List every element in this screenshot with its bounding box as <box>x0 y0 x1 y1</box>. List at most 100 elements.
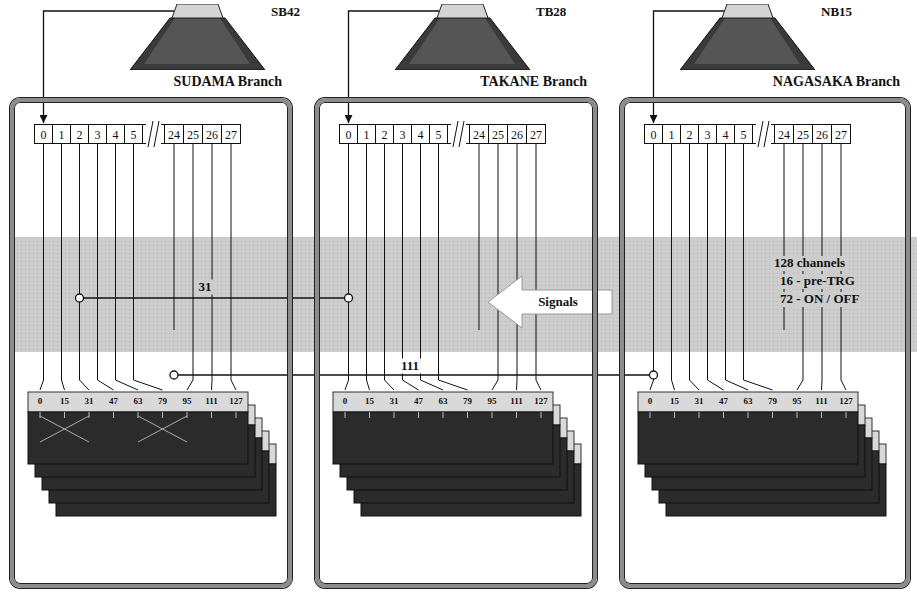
station-name: SB42 <box>271 4 300 20</box>
channel-cell: 27 <box>221 124 241 144</box>
branch-panel: NAGASAKA Branch01234524252627 <box>620 98 910 588</box>
channel-number: 4 <box>113 126 119 144</box>
channel-number: 27 <box>835 126 847 144</box>
channel-count: 72 - ON / OFF <box>778 292 861 307</box>
channel-cell: 25 <box>488 124 508 144</box>
channel-cell: 0 <box>644 124 663 144</box>
channel-number: 24 <box>168 126 180 144</box>
channel-cell: 1 <box>357 124 376 144</box>
channel-cell: 24 <box>774 124 794 144</box>
channel-cell: 24 <box>469 124 489 144</box>
card-channel-number: 63 <box>134 396 143 406</box>
signal-direction: Signals <box>538 295 578 310</box>
station-name: TB28 <box>536 4 566 20</box>
channel-cell: 0 <box>34 124 53 144</box>
channel-count: 128 channels <box>772 256 847 271</box>
card-channel-number: 111 <box>205 396 218 406</box>
channel-number: 3 <box>705 126 711 144</box>
channel-number: 5 <box>436 126 442 144</box>
seismometer-shape <box>680 4 815 70</box>
break-marks <box>143 121 774 147</box>
channel-cell: 3 <box>393 124 412 144</box>
channel-cell: 5 <box>124 124 143 144</box>
channel-cell: 24 <box>164 124 184 144</box>
channel-cell: 1 <box>52 124 71 144</box>
channel-number: 27 <box>225 126 237 144</box>
card-channel-number: 31 <box>85 396 94 406</box>
card-channel-number: 79 <box>768 396 777 406</box>
channel-cell: 2 <box>375 124 394 144</box>
card-channel-number: 95 <box>183 396 192 406</box>
channel-cell: 27 <box>831 124 851 144</box>
channel-cell: 4 <box>106 124 125 144</box>
channel-number: 0 <box>651 126 657 144</box>
card-channel-number: 31 <box>695 396 704 406</box>
card-channel-number: 127 <box>534 396 548 406</box>
channel-count: 16 - pre-TRG <box>778 274 857 289</box>
channel-cell: 26 <box>202 124 222 144</box>
channel-cell: 5 <box>734 124 753 144</box>
channel-number: 4 <box>723 126 729 144</box>
channel-number: 26 <box>511 126 523 144</box>
seismometer: NB15 <box>680 4 815 70</box>
channel-number: 2 <box>687 126 693 144</box>
seismometer: SB42 <box>130 4 265 70</box>
channel-number: 5 <box>741 126 747 144</box>
seismometer-shape <box>395 4 530 70</box>
channel-cell: 3 <box>88 124 107 144</box>
seismometer: TB28 <box>395 4 530 70</box>
channel-cell: 0 <box>339 124 358 144</box>
channel-number: 3 <box>400 126 406 144</box>
branch-name: NAGASAKA Branch <box>773 74 900 90</box>
channel-number: 24 <box>778 126 790 144</box>
card-channel-number: 15 <box>60 396 69 406</box>
seismometer-shape <box>130 4 265 70</box>
branch-name: TAKANE Branch <box>480 74 587 90</box>
channel-number: 24 <box>473 126 485 144</box>
channel-number: 26 <box>816 126 828 144</box>
channel-number: 1 <box>364 126 370 144</box>
branch-panel: SUDAMA Branch01234524252627 <box>10 98 292 588</box>
card-channel-number: 0 <box>38 396 43 406</box>
channel-number: 1 <box>59 126 65 144</box>
channel-wires <box>40 144 846 390</box>
card-channel-number: 127 <box>229 396 243 406</box>
card-stacks <box>28 392 886 516</box>
card-channel-number: 111 <box>815 396 828 406</box>
signal-band <box>10 237 917 352</box>
card-channel-number: 63 <box>744 396 753 406</box>
channel-number: 0 <box>41 126 47 144</box>
channel-cell: 4 <box>411 124 430 144</box>
channel-number: 25 <box>187 126 199 144</box>
channel-number: 0 <box>346 126 352 144</box>
card-channel-number: 0 <box>648 396 653 406</box>
card-channel-number: 63 <box>439 396 448 406</box>
channel-cell: 25 <box>183 124 203 144</box>
card-channel-number: 95 <box>793 396 802 406</box>
channel-number: 111 <box>399 359 421 374</box>
channel-cell: 26 <box>812 124 832 144</box>
branch-name: SUDAMA Branch <box>173 74 282 90</box>
channel-number: 3 <box>95 126 101 144</box>
channel-number: 4 <box>418 126 424 144</box>
card-channel-number: 79 <box>158 396 167 406</box>
cross-wires <box>76 294 658 379</box>
channel-number: 25 <box>797 126 809 144</box>
channel-cell: 1 <box>662 124 681 144</box>
card-channel-number: 127 <box>839 396 853 406</box>
card-channel-number: 47 <box>109 396 118 406</box>
card-channel-number: 47 <box>719 396 728 406</box>
card-channel-number: 15 <box>670 396 679 406</box>
card-channel-number: 31 <box>390 396 399 406</box>
channel-number: 26 <box>206 126 218 144</box>
channel-cell: 2 <box>680 124 699 144</box>
station-name: NB15 <box>821 4 852 20</box>
card-channel-number: 111 <box>510 396 523 406</box>
channel-number: 1 <box>669 126 675 144</box>
card-channel-number: 79 <box>463 396 472 406</box>
channel-cell: 4 <box>716 124 735 144</box>
card-channel-number: 47 <box>414 396 423 406</box>
channel-cell: 5 <box>429 124 448 144</box>
card-channel-number: 95 <box>488 396 497 406</box>
channel-cell: 3 <box>698 124 717 144</box>
